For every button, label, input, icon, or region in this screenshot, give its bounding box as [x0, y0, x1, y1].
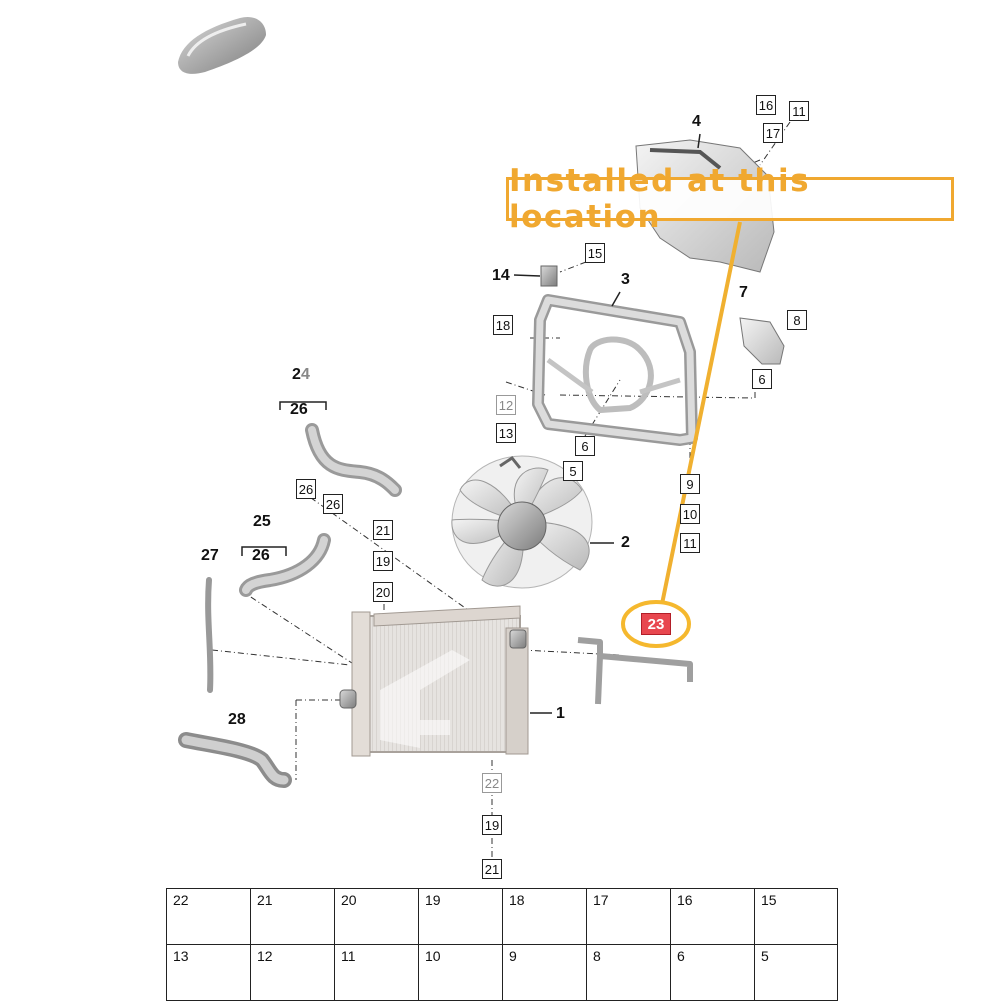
ref-box-18[interactable]: 18	[493, 315, 513, 335]
ref-box-10[interactable]: 10	[680, 504, 700, 524]
ref-box-19-bottom[interactable]: 19	[482, 815, 502, 835]
hardware-cell[interactable]: 15	[754, 889, 838, 945]
ref-box-12[interactable]: 12	[496, 395, 516, 415]
part-23-pipe	[577, 637, 693, 705]
hardware-cell[interactable]: 6	[670, 945, 754, 1001]
ref-box-13[interactable]: 13	[496, 423, 516, 443]
part-label-26-lower: 26	[252, 547, 270, 564]
ref-box-11-top[interactable]: 11	[789, 101, 809, 121]
part-label-7: 7	[739, 284, 748, 301]
ref-box-6-mid[interactable]: 6	[575, 436, 595, 456]
part-label-27: 27	[201, 547, 219, 564]
hardware-cell[interactable]: 22	[166, 889, 250, 945]
ref-box-20[interactable]: 20	[373, 582, 393, 602]
hardware-cell[interactable]: 13	[166, 945, 250, 1001]
hardware-cell[interactable]: 8	[586, 945, 670, 1001]
hardware-cell[interactable]: 5	[754, 945, 838, 1001]
ref-box-5[interactable]: 5	[563, 461, 583, 481]
hardware-cell[interactable]: 11	[334, 945, 418, 1001]
part-label-24-digit-b: 4	[301, 366, 310, 383]
hardware-cell[interactable]: 21	[250, 889, 334, 945]
hardware-table: 22 21 20 19 18 17 16 15 13 12 11 10 9 8 …	[166, 888, 838, 1001]
ref-box-16[interactable]: 16	[756, 95, 776, 115]
part-1-radiator	[339, 605, 529, 757]
ref-box-19-top[interactable]: 19	[373, 551, 393, 571]
part-label-24-digit-a: 2	[292, 366, 301, 383]
ref-box-26-pipe[interactable]: 26	[323, 494, 343, 514]
ref-box-26-hose[interactable]: 26	[296, 479, 316, 499]
callout-pointer-line	[660, 221, 742, 605]
part-label-2: 2	[621, 534, 630, 551]
hardware-cell[interactable]: 12	[250, 945, 334, 1001]
hardware-cell[interactable]: 16	[670, 889, 754, 945]
part-label-14: 14	[492, 267, 510, 284]
ref-box-11-low[interactable]: 11	[680, 533, 700, 553]
hardware-cell[interactable]: 20	[334, 889, 418, 945]
hardware-cell[interactable]: 10	[418, 945, 502, 1001]
vehicle-silhouette-icon	[178, 16, 266, 74]
hardware-cell[interactable]: 18	[502, 889, 586, 945]
ref-box-21-top[interactable]: 21	[373, 520, 393, 540]
part-label-1: 1	[556, 705, 565, 722]
part-label-4: 4	[692, 113, 701, 130]
part-27-rod	[205, 577, 214, 693]
part-3-fan-frame	[532, 294, 698, 446]
installed-location-callout: Installed at this location	[506, 163, 954, 235]
part-label-3: 3	[621, 271, 630, 288]
hardware-cell[interactable]: 17	[586, 889, 670, 945]
ref-box-8[interactable]: 8	[787, 310, 807, 330]
hardware-cell[interactable]: 19	[418, 889, 502, 945]
highlighted-part-23-label[interactable]: 23	[641, 613, 671, 635]
part-label-28: 28	[228, 711, 246, 728]
part-7-bracket	[739, 317, 785, 365]
part-14-clip	[540, 265, 558, 287]
ref-box-21-bottom[interactable]: 21	[482, 859, 502, 879]
ref-box-17[interactable]: 17	[763, 123, 783, 143]
ref-box-6-right[interactable]: 6	[752, 369, 772, 389]
part-label-25: 25	[253, 513, 271, 530]
part-label-26-upper: 26	[290, 401, 308, 418]
ref-box-9[interactable]: 9	[680, 474, 700, 494]
ref-box-15[interactable]: 15	[585, 243, 605, 263]
part-2-fan	[451, 455, 593, 589]
hardware-cell[interactable]: 9	[502, 945, 586, 1001]
highlight-ring	[621, 600, 691, 648]
ref-box-22[interactable]: 22	[482, 773, 502, 793]
